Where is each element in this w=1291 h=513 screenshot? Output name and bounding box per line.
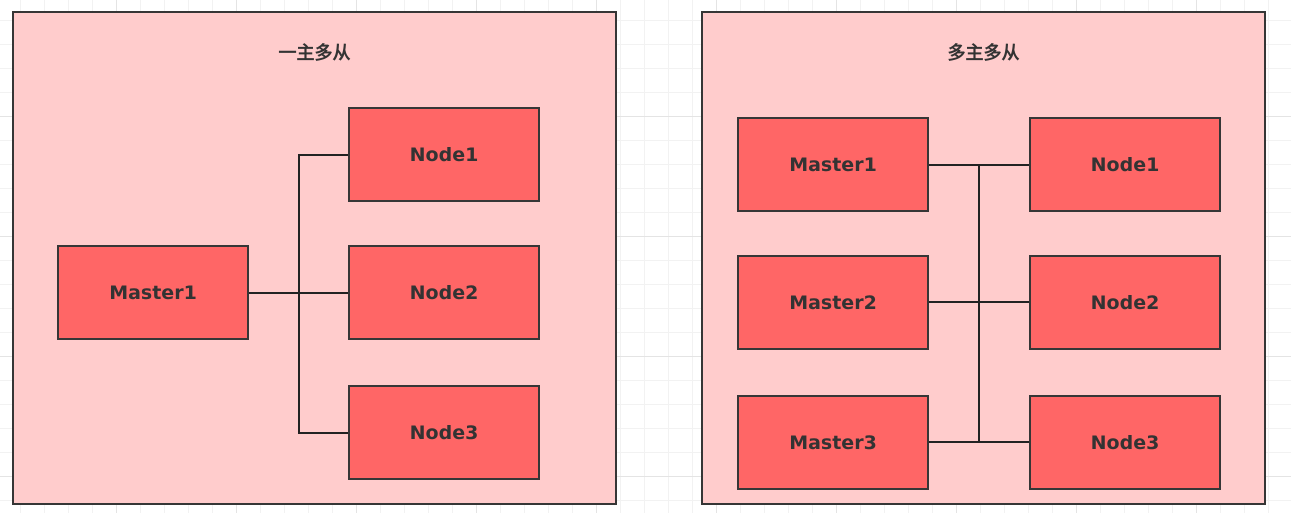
slave-node: Node3 <box>1029 395 1221 490</box>
slave-node: Node3 <box>348 385 540 480</box>
slave-node: Node2 <box>348 245 540 340</box>
connector-line <box>929 164 1029 166</box>
connector-line <box>929 301 1029 303</box>
master-node: Master1 <box>57 245 249 340</box>
connector-line <box>978 164 980 443</box>
slave-node: Node1 <box>348 107 540 202</box>
connector-line <box>929 441 1029 443</box>
panel-title: 一主多从 <box>278 43 351 64</box>
master-node: Master1 <box>737 117 929 212</box>
master-node: Master2 <box>737 255 929 350</box>
connector-line <box>298 154 300 433</box>
panel-title: 多主多从 <box>947 43 1020 64</box>
master-node: Master3 <box>737 395 929 490</box>
slave-node: Node2 <box>1029 255 1221 350</box>
connector-line <box>298 432 348 434</box>
connector-line <box>298 154 348 156</box>
slave-node: Node1 <box>1029 117 1221 212</box>
